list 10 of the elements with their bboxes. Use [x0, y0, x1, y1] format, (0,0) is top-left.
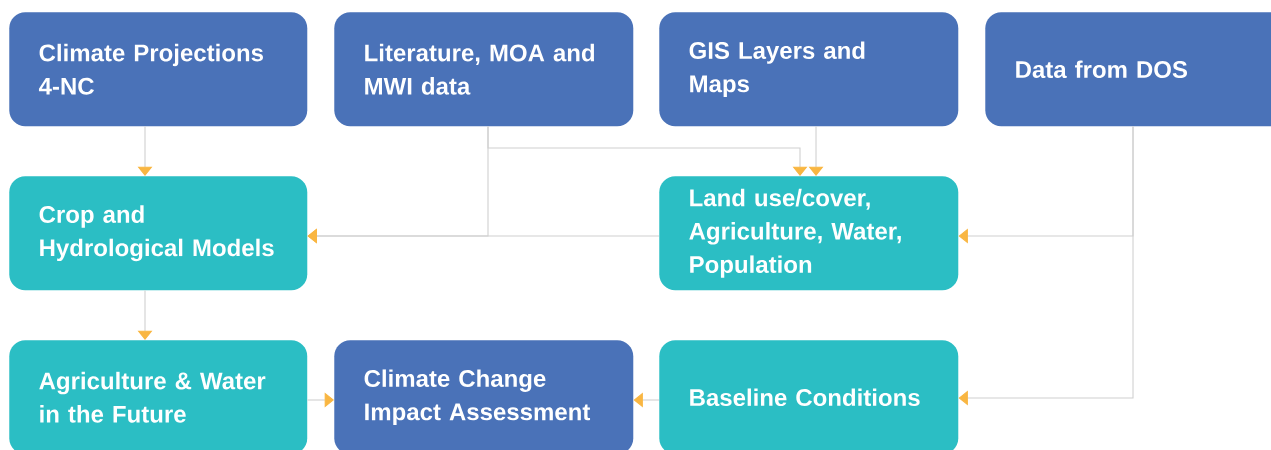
process-box: Literature, MOA and MWI data: [334, 12, 634, 127]
process-box: Climate Change Impact Assessment: [334, 340, 634, 450]
arrow: [958, 126, 1134, 406]
process-box: GIS Layers and Maps: [659, 12, 959, 127]
process-box: Baseline Conditions: [659, 340, 959, 450]
process-box: Crop and Hydrological Models: [9, 176, 308, 291]
process-box: Data from DOS: [985, 12, 1271, 127]
process-box: Land use/cover, Agriculture, Water, Population: [659, 176, 959, 291]
process-box: Agriculture & Water in the Future: [9, 340, 308, 450]
process-box: Climate Projections 4-NC: [9, 12, 308, 127]
